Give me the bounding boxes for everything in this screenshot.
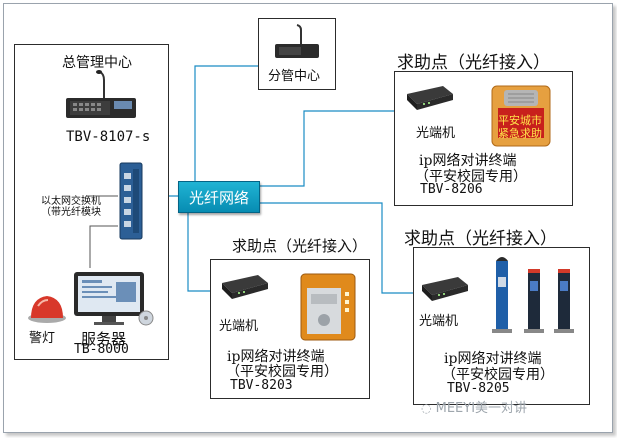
node-bottom-right-transceiver: 光端机: [419, 314, 459, 329]
switch-label-line2: （带光纤模块: [41, 207, 101, 218]
node-top-right-title: 求助点（光纤接入）: [397, 53, 550, 73]
branch-center-label: 分管中心: [268, 69, 321, 84]
node-bottom-left-terminal-line2: （平安校园专用）: [226, 364, 338, 380]
help-point-pillars-icon: [492, 257, 574, 333]
management-center-model: TBV-8107-s: [66, 129, 151, 145]
node-bottom-right-terminal-line1: ip网络对讲终端: [444, 351, 542, 367]
link-hub-branch: [194, 65, 262, 181]
help-point-sign-line2: 紧急求助: [498, 127, 542, 140]
fiber-transceiver-icon: [222, 275, 268, 299]
node-bottom-left-transceiver: 光端机: [219, 319, 259, 334]
node-bottom-left-terminal-line1: ip网络对讲终端: [227, 349, 325, 365]
node-top-right-model: TBV-8206: [420, 182, 483, 197]
node-bottom-left-model: TBV-8203: [230, 378, 293, 393]
help-point-sign-line1: 平安城市: [498, 114, 542, 127]
help-point-sign-icon: [491, 85, 551, 147]
branch-console-icon: [275, 24, 319, 58]
management-center-title: 总管理中心: [62, 55, 132, 71]
link-hub-node-bottom-right: [258, 202, 422, 294]
server-label: 服务器: [81, 330, 127, 348]
watermark: ◌ MEEYI美一对讲: [421, 397, 527, 416]
console-icon: [66, 70, 136, 118]
server-model: TB-8000: [74, 342, 129, 357]
fiber-transceiver-icon: [407, 86, 453, 110]
server-monitor-icon: [74, 272, 154, 326]
switch-to-devices-links: [86, 195, 118, 268]
warning-lamp-label: 警灯: [29, 331, 56, 346]
node-top-right-terminal-line2: （平安校园专用）: [415, 169, 527, 185]
node-bottom-left-title: 求助点（光纤接入）: [232, 237, 368, 255]
warning-lamp-icon: [28, 296, 66, 323]
ethernet-switch-icon: [119, 162, 143, 240]
node-bottom-right-terminal-line2: （平安校园专用）: [442, 367, 554, 383]
node-top-right-transceiver: 光端机: [416, 126, 456, 141]
switch-label-line1: 以太网交换机: [41, 196, 101, 207]
link-hub-node-top-right: [258, 110, 405, 187]
node-bottom-right-model: TBV-8205: [447, 381, 510, 396]
chat-bubble-icon: ◌: [421, 401, 432, 415]
watermark-text: MEEYI美一对讲: [435, 401, 528, 416]
link-hub-node-bottom-left: [187, 211, 220, 292]
node-top-right-terminal-line1: ip网络对讲终端: [419, 153, 517, 169]
node-bottom-right-title: 求助点（光纤接入）: [404, 229, 557, 249]
fiber-network-hub: 光纤网络: [178, 181, 260, 213]
fiber-transceiver-icon: [422, 277, 468, 301]
help-point-panel-icon: [300, 273, 356, 341]
